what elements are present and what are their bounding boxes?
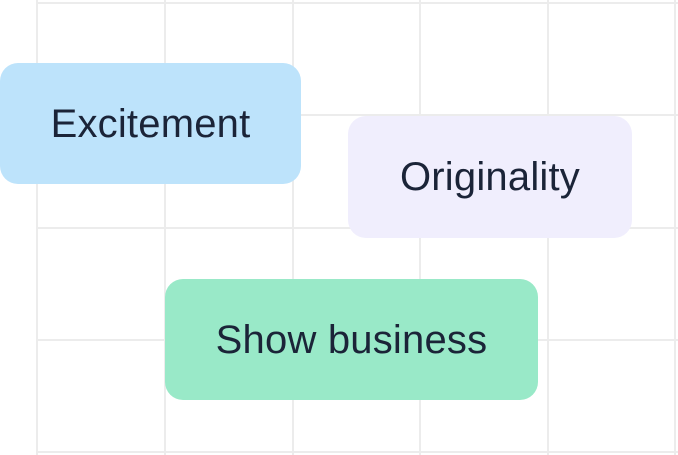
- tag-excitement-label: Excitement: [50, 101, 251, 146]
- tag-excitement: Excitement: [0, 63, 301, 184]
- tag-show-business-label: Show business: [215, 317, 488, 362]
- tag-originality: Originality: [348, 116, 632, 238]
- tag-show-business: Show business: [165, 279, 538, 400]
- tag-originality-label: Originality: [399, 155, 581, 199]
